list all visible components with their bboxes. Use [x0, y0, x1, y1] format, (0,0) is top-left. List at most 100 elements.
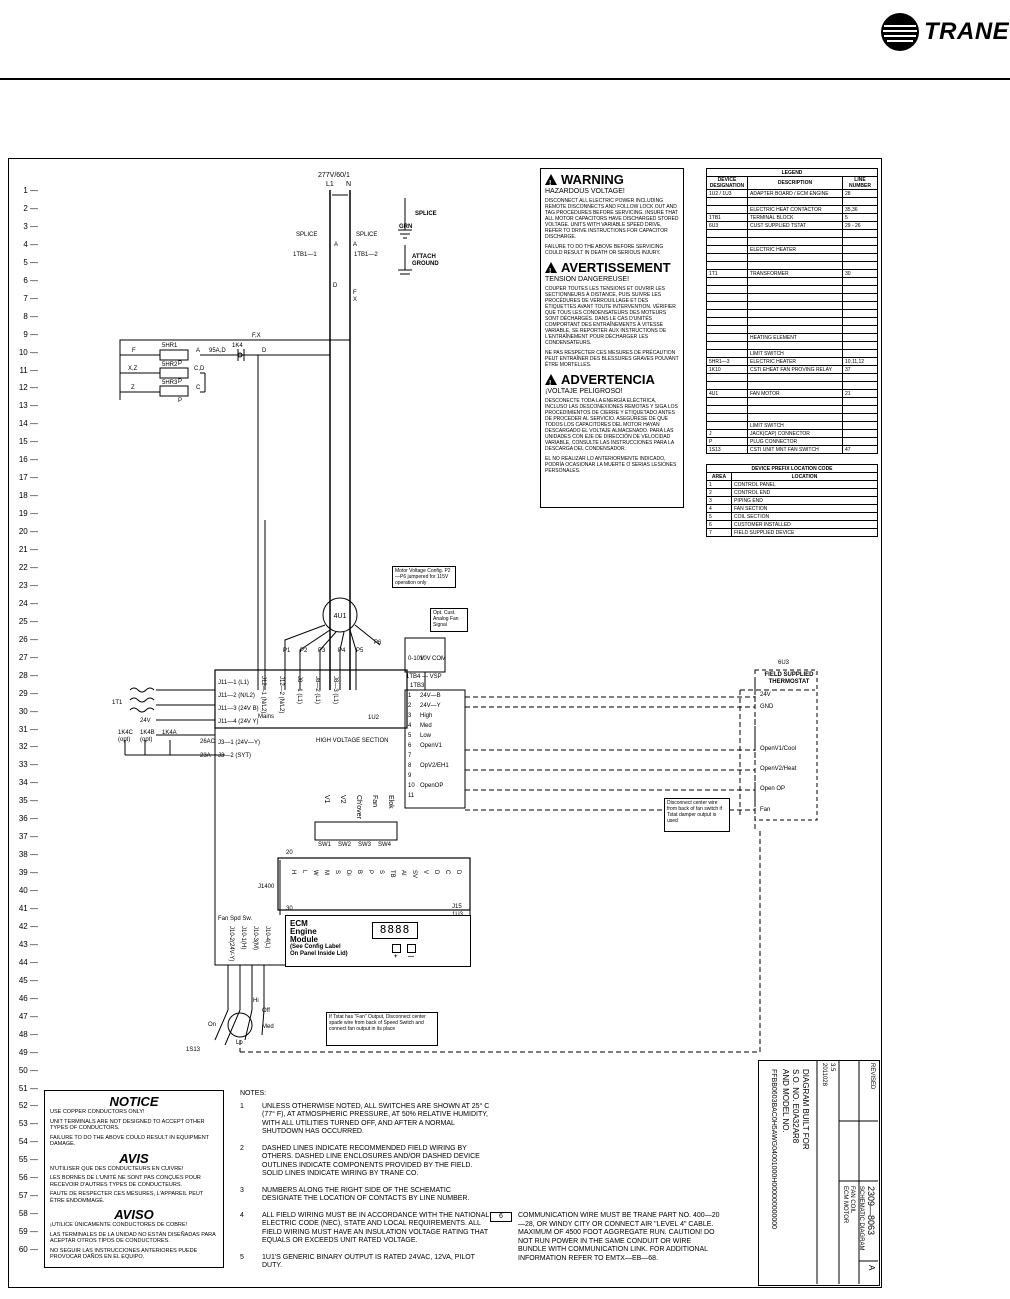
avertissement-body: COUPER TOUTES LES TENSIONS ET OUVRIR LES…: [545, 286, 676, 346]
line-number: 10: [14, 348, 38, 357]
legend-cell: 1S13: [706, 445, 748, 454]
ecm-button-plus: +: [394, 954, 398, 960]
title-revised-label: REVISED: [869, 1063, 875, 1090]
splice-right: SPLICE: [356, 232, 378, 238]
legend-cell: TRANSFORMER: [747, 269, 843, 278]
title-drawing-number: 2309—8063: [866, 1186, 876, 1236]
avertissement-subtitle: TENSION DANGEREUSE!: [545, 276, 630, 283]
line-number: 20: [14, 527, 38, 536]
tb3-number: 6: [408, 743, 412, 749]
legend-cell: P: [706, 437, 748, 446]
prefix-cell: 3: [706, 496, 732, 505]
legend-cell: CSTI UNIT MNT FAN SWITCH: [747, 445, 843, 454]
legend-row: [706, 301, 878, 310]
tb3-number: 10: [408, 783, 415, 789]
row3-c: C: [196, 385, 201, 391]
legend-cell: CSTI EHEAT FAN PROVING RELAY: [747, 365, 843, 374]
prefix-cell: CUSTOMER INSTALLED: [731, 520, 878, 529]
note-number: 5: [240, 1253, 244, 1261]
line-number: 41: [14, 904, 38, 913]
j-pin-vertical: J8—2 (L1): [314, 676, 320, 705]
title-block: DIAGRAM BUILT FOR S.O. NO. E0A32AR8 AND …: [758, 1060, 880, 1286]
legend-row: [706, 237, 878, 246]
ecm-button-icon[interactable]: [392, 944, 401, 953]
line-number: 32: [14, 742, 38, 751]
avertissement-body-2: NE PAS RESPECTER CES MESURES DE PRÉCAUTI…: [545, 350, 679, 368]
tb3-label: OpenOP: [420, 783, 444, 789]
fan-switch-pin: J10-2(24V-Y): [228, 926, 234, 962]
title-drawing-title: SCHEMATIC DIAGRAM: [858, 1186, 864, 1251]
dip-label: V2: [339, 795, 346, 804]
ecm-button-icon[interactable]: [407, 944, 416, 953]
warning-subtitle: HAZARDOUS VOLTAGE!: [545, 188, 625, 195]
legend-cell: [842, 325, 878, 334]
transformer-label: 1T1: [112, 700, 123, 706]
tb3-number: 7: [408, 753, 412, 759]
legend-cell: [842, 397, 878, 406]
legend-cell: ELECTRIC HEATER: [747, 357, 843, 366]
line-number: 43: [14, 940, 38, 949]
legend-row: [706, 253, 878, 262]
j3-pin: J3—2 (SYT): [218, 753, 252, 759]
prefix-cell: FAN SECTION: [731, 504, 878, 513]
thermostat-terminal: OpenV1/Cool: [760, 746, 797, 752]
warning-triangle-icon: [545, 262, 557, 279]
title-version: 3.5: [829, 1063, 835, 1072]
legend-cell: 6U3: [706, 221, 748, 230]
line-number: 36: [14, 814, 38, 823]
advertencia-body-2: EL NO REALIZAR LO ANTERIORMENTE INDICADO…: [545, 456, 677, 474]
legend-cell: [706, 405, 748, 414]
legend-row: [706, 381, 878, 390]
trane-logo-icon: [881, 13, 919, 51]
notice-lines: USE COPPER CONDUCTORS ONLY!UNIT TERMINAL…: [50, 1109, 218, 1148]
legend-cell: [706, 381, 748, 390]
line-number: 18: [14, 491, 38, 500]
tb3-label: Med: [420, 723, 432, 729]
legend-cell: FAN MOTOR: [747, 389, 843, 398]
legend-cell: J: [706, 429, 748, 438]
legend-cell: [842, 317, 878, 326]
title-block-grid: [816, 1061, 878, 1284]
legend-cell: [842, 285, 878, 294]
legend-row: [706, 341, 878, 350]
thermostat-terminal: Fan: [760, 807, 771, 813]
prefix-cell: 7: [706, 528, 732, 537]
fan-switch-pin: J10-4(L): [264, 926, 270, 949]
motor-pin: P1: [283, 648, 291, 654]
legend-cell: [842, 293, 878, 302]
hv-section-label: HIGH VOLTAGE SECTION: [316, 738, 389, 744]
tb3-number: 5: [408, 733, 412, 739]
tb3-label: 1TB3: [410, 683, 425, 689]
aviso-title: AVISO: [114, 1207, 154, 1222]
notice-line: LES BORNES DE L'UNITÉ NE SONT PAS CONÇUE…: [50, 1175, 201, 1188]
j11-pin: J11—4 (24V Y): [218, 719, 259, 725]
legend-cell: [747, 237, 843, 246]
dip-label: Elok: [387, 795, 394, 809]
prefix-cell: PIPING END: [731, 496, 878, 505]
notice-line: UNIT TERMINALS ARE NOT DESIGNED TO ACCEP…: [50, 1118, 205, 1132]
legend-cell: [706, 237, 748, 246]
legend-cell: [747, 325, 843, 334]
tb3-number: 8: [408, 763, 412, 769]
tb4-pin: 0-10V: [408, 656, 425, 662]
line-number: 59: [14, 1227, 38, 1236]
tb4-pin: COM: [432, 656, 446, 662]
legend-cell: 10,11,12: [842, 357, 878, 366]
title-sub: ECM MOTOR: [842, 1186, 848, 1224]
tb3-number: 11: [408, 793, 415, 799]
legend-cell: [747, 285, 843, 294]
tb4-pin: 10V: [420, 656, 431, 662]
legend-cell: 5: [842, 213, 878, 222]
line-number: 35: [14, 796, 38, 805]
legend-cell: [747, 253, 843, 262]
tb3-label: OpV2/EH1: [420, 763, 449, 769]
tb3-label: Low: [420, 733, 432, 739]
legend-cell: [842, 197, 878, 206]
legend-cell: TERMINAL BLOCK: [747, 213, 843, 222]
legend-cell: [747, 413, 843, 422]
legend-cell: CUST SUPPLIED TSTAT: [747, 221, 843, 230]
